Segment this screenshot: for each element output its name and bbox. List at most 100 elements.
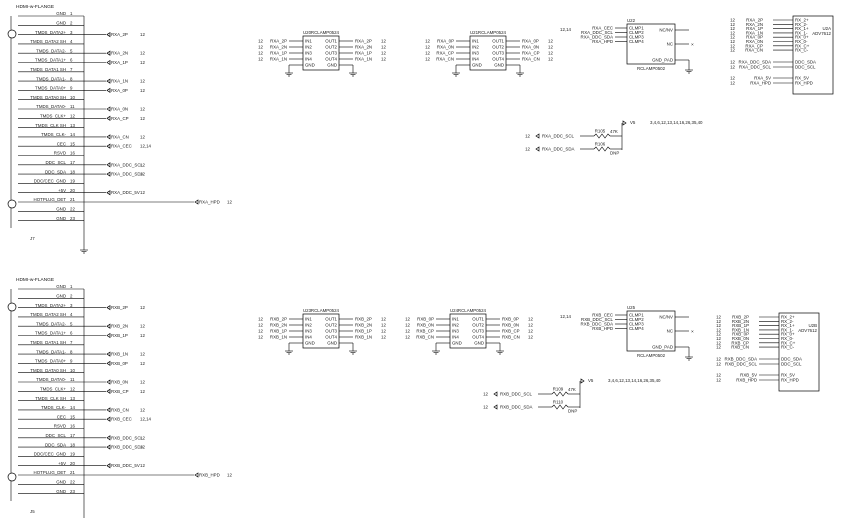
receiver-net: RXB_5V — [740, 373, 757, 378]
connector-pin-name: DDC_SDA — [45, 169, 66, 174]
offpage-flag — [106, 59, 111, 66]
sheet-ref: 12 — [730, 65, 735, 70]
sheet-ref: 12 — [525, 147, 530, 152]
tvs-pin: GND — [327, 341, 337, 346]
tvs-net: RXB_1N — [270, 335, 287, 340]
receiver-pin: RX_HPD — [781, 378, 799, 383]
tvs-pin: IN2 — [305, 45, 312, 50]
sheet-ref: 12 — [258, 57, 263, 62]
sheet-ref: 12 — [483, 405, 488, 410]
clamp-net: RXB_CEC — [592, 313, 613, 318]
net-label: RXA_CP — [111, 116, 129, 121]
net-label: RXB_2P — [111, 305, 128, 310]
connector-pin-number: 18 — [70, 169, 75, 174]
resistor-symbol — [593, 133, 611, 139]
connector-pin-name: CEC — [57, 141, 66, 146]
offpage-flag — [622, 120, 627, 126]
mount-hole — [7, 302, 17, 312]
tvs-net: RXB_2P — [270, 317, 287, 322]
sheet-ref: 12 — [140, 116, 145, 121]
connector-pin-name: TMDS_DATA0+ — [35, 86, 66, 91]
receiver-net: RXB_1N — [732, 327, 749, 332]
connector-pin-number: 12 — [70, 387, 75, 392]
tvs-pin: OUT4 — [325, 335, 337, 340]
tvs-pin: OUT1 — [472, 317, 484, 322]
sheet-ref: 12 — [528, 335, 533, 340]
tvs-pin: IN1 — [472, 39, 479, 44]
offpage-flag — [106, 31, 111, 38]
pullup-net: RXB_DDC_SCL — [500, 392, 533, 397]
sheet-ref: 12 — [227, 473, 232, 478]
tvs-pin: IN1 — [452, 317, 459, 322]
sheet-ref: 12 — [548, 39, 553, 44]
resistor-ref: R109 — [553, 387, 564, 392]
connector-pin-name: TMDS_DATA0 SH — [30, 368, 66, 373]
tvs-net: RXA_0N — [522, 45, 539, 50]
sheet-ref: 12 — [716, 327, 721, 332]
net-label: RXA_1N — [111, 79, 128, 84]
sheet-ref: 12 — [483, 392, 488, 397]
clamp-part: RCLAMP0502 — [637, 353, 666, 358]
connector-pin-number: 9 — [70, 359, 73, 364]
offpage-flag — [106, 444, 111, 450]
offpage-flag — [106, 360, 111, 367]
connector-pin-number: 7 — [70, 340, 73, 345]
receiver-pin: RX_C- — [795, 48, 809, 53]
connector-pin-name: TMDS_CLK SH — [35, 396, 66, 401]
tvs-net: RXA_0P — [522, 39, 539, 44]
receiver-pin: RX_2- — [795, 22, 808, 27]
connector-title: HDMI-w-FLANGE — [16, 277, 54, 283]
sheet-ref: 12 — [381, 323, 386, 328]
tvs-part: RCLAMP0524 — [478, 30, 507, 35]
tvs-net: RXA_CN — [522, 57, 540, 62]
connector-pin-number: 23 — [70, 489, 75, 494]
offpage-flag — [106, 134, 111, 140]
clamp-net: RXB_HPD — [592, 326, 613, 331]
connector-pin-name: TMDS_DATA2- — [36, 48, 66, 53]
receiver-pin: DDC_SCL — [795, 65, 816, 70]
offpage-flag — [106, 78, 111, 84]
tvs-ref: U23 — [303, 308, 312, 313]
connector-pin-number: 22 — [70, 207, 75, 212]
receiver-net: RXA_HPD — [750, 81, 771, 86]
connector-pin-number: 10 — [70, 368, 75, 373]
sheet-ref: 12 — [730, 35, 735, 40]
tvs-net: RXA_2N — [270, 45, 287, 50]
sheet-ref: 12 — [140, 445, 145, 450]
connector-pin-name: TMDS_DATA1 SH — [30, 67, 66, 72]
tvs-net: RXB_CP — [502, 329, 520, 334]
connector-pin-name: TMDS_DATA2- — [36, 321, 66, 326]
connector-pin-number: 4 — [70, 312, 73, 317]
sheet-ref: 12 — [716, 332, 721, 337]
net-label: RXB_DDC_SCL — [111, 435, 144, 440]
receiver-pin: DDC_SDA — [781, 357, 802, 362]
connector-pin-number: 23 — [70, 216, 75, 221]
sheet-ref: 12 — [405, 323, 410, 328]
sheet-ref: 12 — [140, 134, 145, 139]
sheet-ref: 12 — [140, 361, 145, 366]
connector-pin-number: 5 — [70, 48, 73, 53]
connector-pin-name: TMDS_DATA1- — [36, 76, 66, 81]
connector-pin-name: RSVD — [54, 151, 66, 156]
tvs-net: RXB_2P — [355, 317, 372, 322]
tvs-net: RXA_CP — [436, 51, 454, 56]
tvs-pin: IN4 — [452, 335, 459, 340]
sheet-ref: 12 — [730, 18, 735, 23]
connector-pin-name: HOTPLUG_DET — [34, 470, 67, 475]
connector-pin-number: 8 — [70, 349, 73, 354]
connector-pin-number: 20 — [70, 461, 75, 466]
connector-pin-name: TMDS_DATA2+ — [35, 30, 66, 35]
connector-pin-number: 5 — [70, 321, 73, 326]
sheet-ref: 12 — [716, 319, 721, 324]
net-label: RXB_DDC_SDA — [111, 445, 144, 450]
pullup-net: RXA_DDC_SDA — [542, 147, 575, 152]
tvs-net: RXA_2P — [355, 39, 372, 44]
mount-hole — [7, 199, 17, 209]
clamp-pin: CLMP1 — [629, 313, 644, 318]
connector-pin-name: CEC — [57, 414, 66, 419]
connector-pin-name: TMDS_CLK SH — [35, 123, 66, 128]
mount-hole — [7, 29, 17, 39]
sheet-ref: 12 — [140, 380, 145, 385]
